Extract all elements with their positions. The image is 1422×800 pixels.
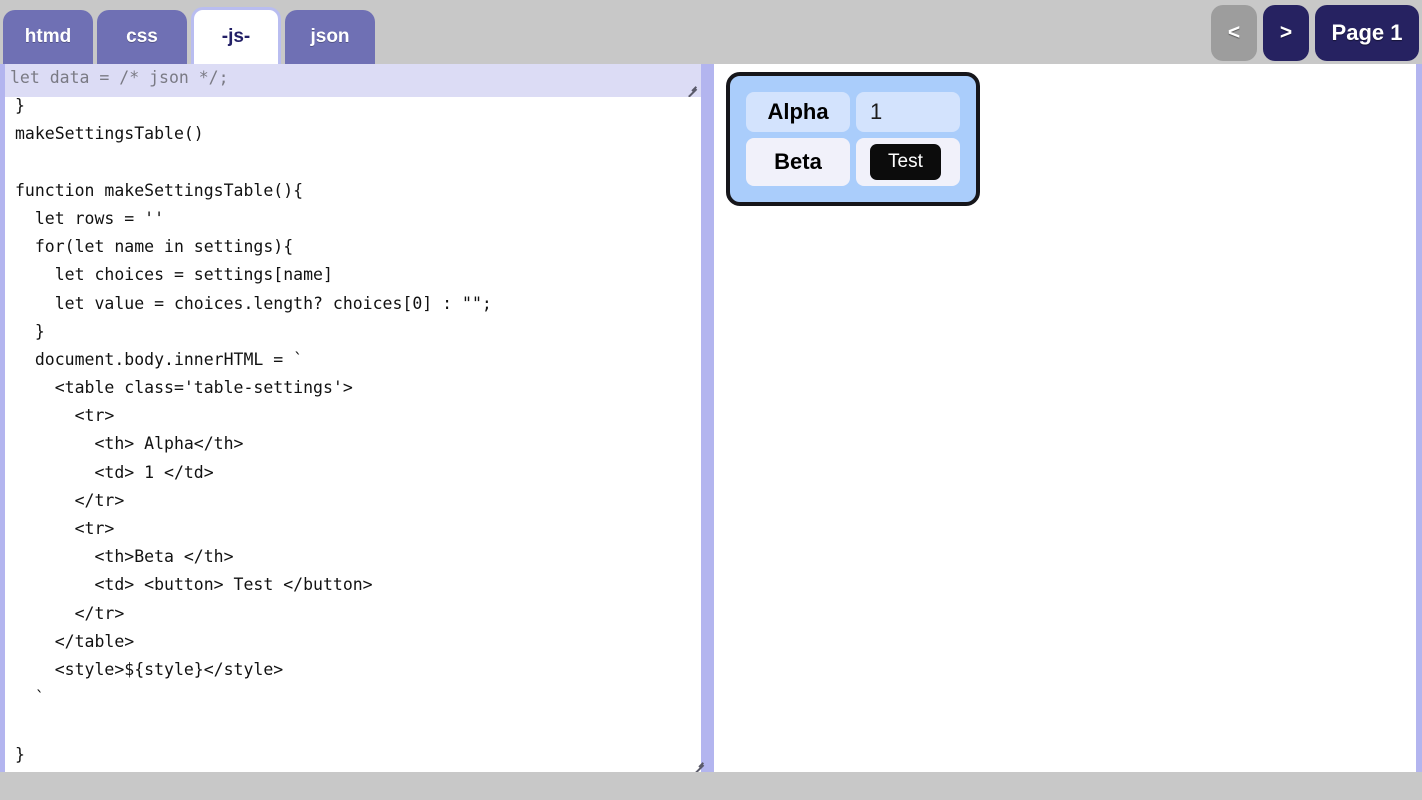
code-line: <th> Alpha</th> <box>15 434 244 454</box>
tab-strip: htmd css -js- json <box>3 7 375 64</box>
editor-resize-handle[interactable] <box>694 760 706 772</box>
code-line: } <box>15 744 25 764</box>
code-line <box>5 149 701 177</box>
settings-table: Alpha 1 Beta Test <box>726 72 980 206</box>
code-line: </tr> <box>15 490 125 510</box>
code-editor-text[interactable]: 'beta' : words('a b c d e')}makeSettings… <box>5 64 701 772</box>
tab-css-label: css <box>126 26 158 47</box>
tab-css[interactable]: css <box>97 10 187 64</box>
page-indicator-label: Page 1 <box>1331 20 1403 45</box>
code-line: function makeSettingsTable(){ <box>15 180 304 200</box>
code-line: <th>Beta </th> <box>15 547 234 567</box>
tab-js-label: -js- <box>221 26 251 47</box>
tab-json-label: json <box>310 26 350 47</box>
code-line: <table class='table-settings'> <box>15 378 353 398</box>
code-line: </table> <box>15 631 135 651</box>
tab-htmd[interactable]: htmd <box>3 10 93 64</box>
tab-js[interactable]: -js- <box>191 7 281 64</box>
code-line: <style>${style}</style> <box>15 659 284 679</box>
prev-page-button[interactable]: < <box>1211 5 1257 61</box>
code-line: makeSettingsTable() <box>15 124 204 144</box>
code-line: </tr> <box>15 603 125 623</box>
top-bar: htmd css -js- json < > Page 1 <box>0 0 1422 64</box>
chevron-right-icon: > <box>1279 21 1293 44</box>
code-line: <td> 1 </td> <box>15 462 214 482</box>
tab-json[interactable]: json <box>285 10 375 64</box>
code-placeholder-overlay[interactable]: let data = /* json */; <box>5 64 701 97</box>
test-button[interactable]: Test <box>870 144 941 180</box>
code-line: } <box>15 321 45 341</box>
setting-name-alpha: Alpha <box>746 92 850 132</box>
table-row: Beta Test <box>746 138 960 186</box>
preview-pane: Alpha 1 Beta Test <box>710 64 1422 772</box>
overlay-resize-handle[interactable] <box>687 84 699 96</box>
code-placeholder-text: let data = /* json */; <box>10 68 229 87</box>
code-line: <tr> <box>15 519 115 538</box>
code-line: let choices = settings[name] <box>15 265 333 285</box>
page-indicator-button[interactable]: Page 1 <box>1315 5 1419 61</box>
code-line: } <box>15 96 25 116</box>
setting-value-alpha: 1 <box>856 92 960 132</box>
setting-name-beta: Beta <box>746 138 850 186</box>
code-line <box>5 712 701 740</box>
code-line: <tr> <box>15 406 115 426</box>
setting-value-beta: Test <box>856 138 960 186</box>
code-line: let rows = '' <box>15 208 165 228</box>
code-line: <td> <button> Test </button> <box>15 575 373 595</box>
bottom-strip <box>0 772 1422 800</box>
code-line: ` <box>15 688 45 708</box>
code-line: for(let name in settings){ <box>15 237 294 257</box>
nav-group: < > Page 1 <box>1211 5 1419 61</box>
code-line: let value = choices.length? choices[0] :… <box>15 293 492 313</box>
tab-htmd-label: htmd <box>24 26 72 47</box>
chevron-left-icon: < <box>1227 21 1241 44</box>
next-page-button[interactable]: > <box>1263 5 1309 61</box>
code-line: document.body.innerHTML = ` <box>15 349 304 369</box>
code-editor-pane[interactable]: 'beta' : words('a b c d e')}makeSettings… <box>0 64 710 772</box>
table-row: Alpha 1 <box>746 92 960 132</box>
